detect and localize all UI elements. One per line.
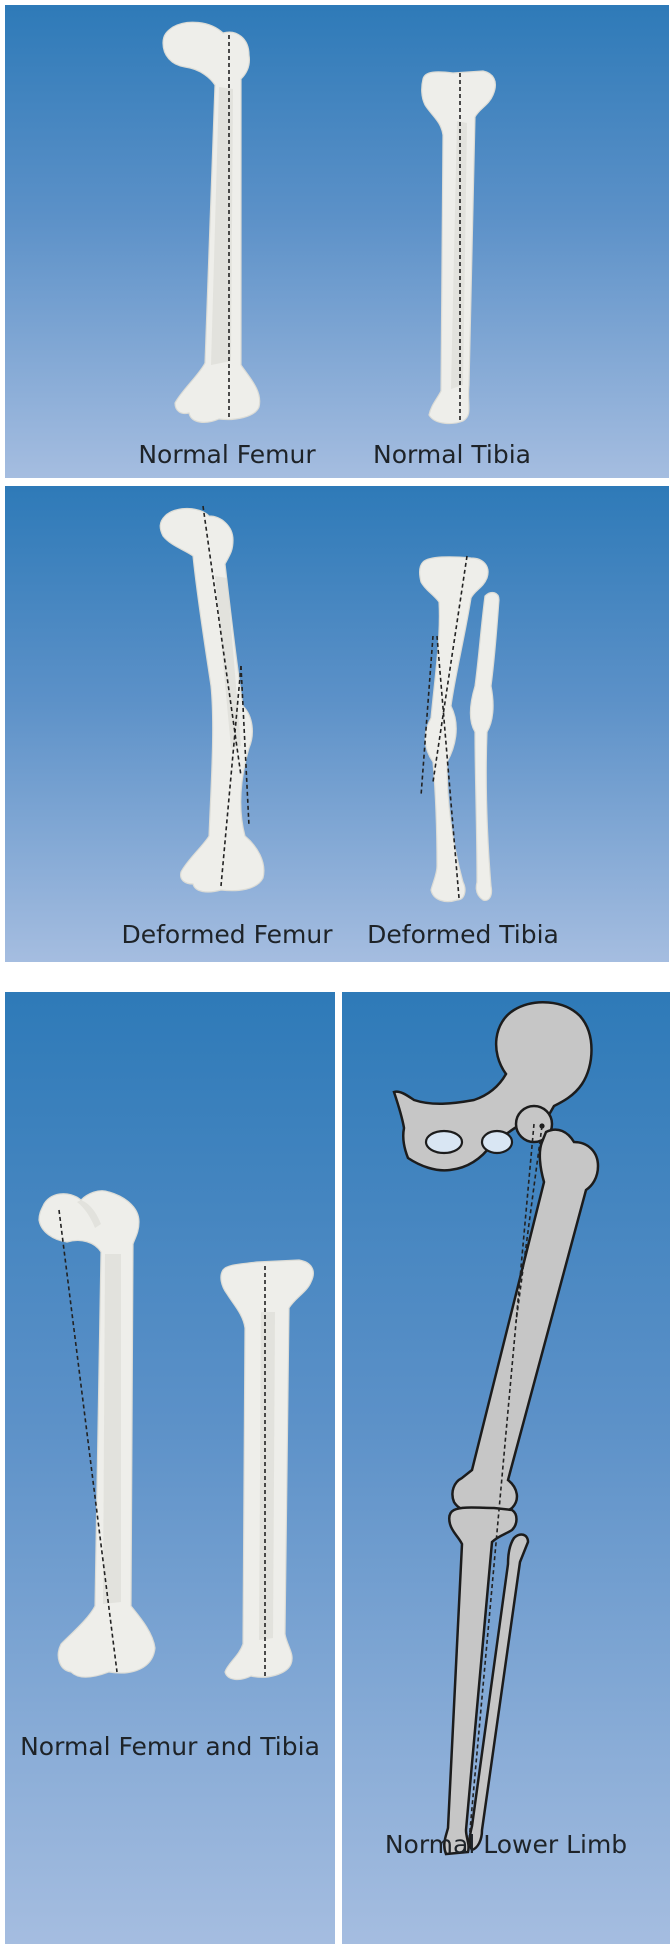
label-normal-tibia: Normal Tibia: [373, 440, 531, 469]
femur-and-tibia-illustration: [5, 992, 335, 1944]
normal-tibia-illustration: [422, 71, 496, 423]
deformed-femur-illustration: [160, 509, 264, 893]
deformed-tibia-illustration: [420, 557, 499, 902]
normal-bones-illustration: [5, 5, 669, 478]
normal-femur-illustration: [163, 22, 260, 422]
panel-femur-and-tibia: Normal Femur and Tibia: [5, 992, 335, 1944]
label-deformed-femur: Deformed Femur: [122, 920, 333, 949]
tibia-illustration: [221, 1260, 313, 1679]
panel-normal-bones: Normal Femur Normal Tibia: [5, 5, 669, 478]
femur-illustration: [39, 1191, 155, 1678]
label-normal-femur-and-tibia: Normal Femur and Tibia: [20, 1732, 320, 1761]
label-normal-femur: Normal Femur: [138, 440, 315, 469]
deformed-bones-illustration: [5, 486, 669, 962]
obturator-hole-right: [482, 1131, 512, 1153]
lower-limb-diagram: [342, 992, 670, 1944]
obturator-hole-left: [426, 1131, 462, 1153]
femur-shape: [452, 1106, 598, 1512]
label-deformed-tibia: Deformed Tibia: [367, 920, 559, 949]
panel-normal-lower-limb: Normal Lower Limb: [342, 992, 670, 1944]
panel-deformed-bones: Deformed Femur Deformed Tibia: [5, 486, 669, 962]
label-normal-lower-limb: Normal Lower Limb: [385, 1830, 627, 1859]
